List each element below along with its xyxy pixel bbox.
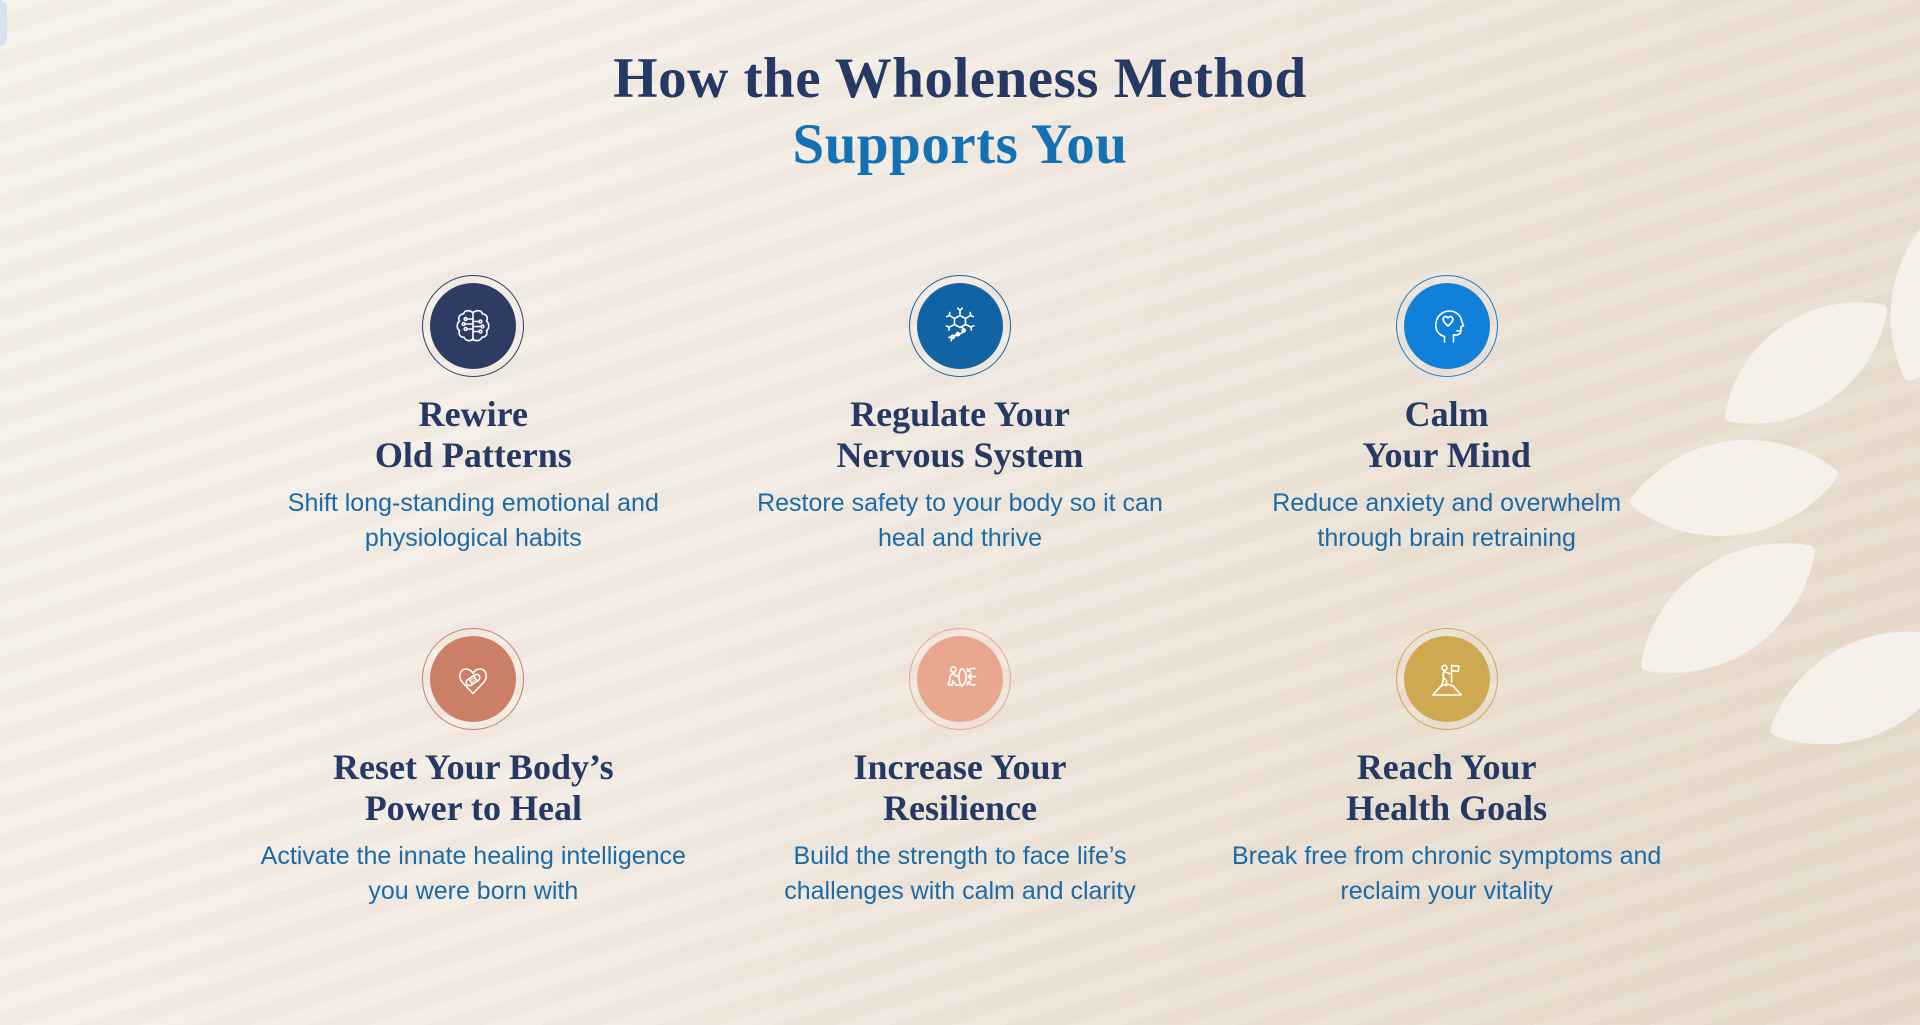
card-title-line-2: Resilience [883, 788, 1037, 828]
feature-card-increase-resilience: Increase Your Resilience Build the stren… [717, 628, 1204, 909]
icon-ring [1395, 628, 1498, 730]
section-title: How the Wholeness Method Supports You [0, 46, 1920, 178]
card-title: Regulate Your Nervous System [837, 394, 1084, 476]
card-title: Calm Your Mind [1362, 394, 1530, 476]
feature-card-rewire-old-patterns: Rewire Old Patterns Shift long-standing … [230, 275, 717, 556]
card-title-line-2: Old Patterns [374, 435, 572, 475]
feature-card-reach-health-goals: Reach Your Health Goals Break free from … [1203, 628, 1690, 909]
section-title-line-1: How the Wholeness Method [613, 47, 1307, 110]
icon-ring [908, 628, 1011, 730]
summit-flag-icon [1403, 636, 1490, 722]
card-description: Shift long-standing emotional and physio… [287, 489, 659, 552]
icon-ring [422, 628, 525, 730]
feature-card-calm-your-mind: Calm Your Mind Reduce anxiety and overwh… [1203, 275, 1690, 556]
icon-ring [422, 275, 525, 377]
feature-card-regulate-nervous-system: Regulate Your Nervous System Restore saf… [717, 275, 1204, 556]
card-title: Rewire Old Patterns [375, 394, 572, 476]
shield-person-icon [916, 636, 1003, 722]
card-title-line-1: Reach Your [1356, 747, 1537, 787]
card-title-line-2: Power to Heal [364, 788, 582, 828]
brain-circuit-icon [430, 283, 517, 369]
leaf-icon [1723, 280, 1889, 446]
card-title-line-1: Reset Your Body’s [332, 747, 614, 787]
card-description: Break free from chronic symptoms and rec… [1231, 842, 1662, 905]
section-title-line-2: Supports You [792, 113, 1128, 176]
card-title-line-2: Your Mind [1362, 435, 1531, 475]
feature-card-reset-body-power-to-heal: Reset Your Body’s Power to Heal Activate… [230, 628, 717, 909]
section-header: How the Wholeness Method Supports You [0, 0, 1920, 178]
card-title: Reset Your Body’s Power to Heal [333, 747, 614, 829]
icon-ring [908, 275, 1011, 377]
card-title-line-1: Regulate Your [850, 394, 1070, 434]
head-profile-heart-icon [1403, 283, 1490, 369]
leaf-icon [1843, 183, 1920, 383]
leaf-icon [1768, 590, 1920, 786]
card-description: Restore safety to your body so it can he… [757, 489, 1163, 552]
card-title-line-1: Calm [1404, 394, 1489, 434]
edge-artifact [0, 0, 7, 46]
card-description: Activate the innate healing intelligence… [260, 842, 686, 905]
card-description: Build the strength to face life’s challe… [784, 842, 1136, 905]
card-title-line-1: Rewire [418, 394, 528, 434]
heart-bandage-icon [430, 636, 517, 722]
card-title: Increase Your Resilience [854, 747, 1067, 829]
card-title-line-2: Health Goals [1346, 788, 1548, 828]
card-title: Reach Your Health Goals [1346, 747, 1547, 829]
card-title-line-2: Nervous System [836, 435, 1084, 475]
card-description: Reduce anxiety and overwhelm through bra… [1272, 489, 1622, 552]
icon-ring [1395, 275, 1498, 377]
neuron-icon [916, 283, 1003, 369]
feature-grid: Rewire Old Patterns Shift long-standing … [230, 275, 1690, 909]
card-title-line-1: Increase Your [853, 747, 1067, 787]
